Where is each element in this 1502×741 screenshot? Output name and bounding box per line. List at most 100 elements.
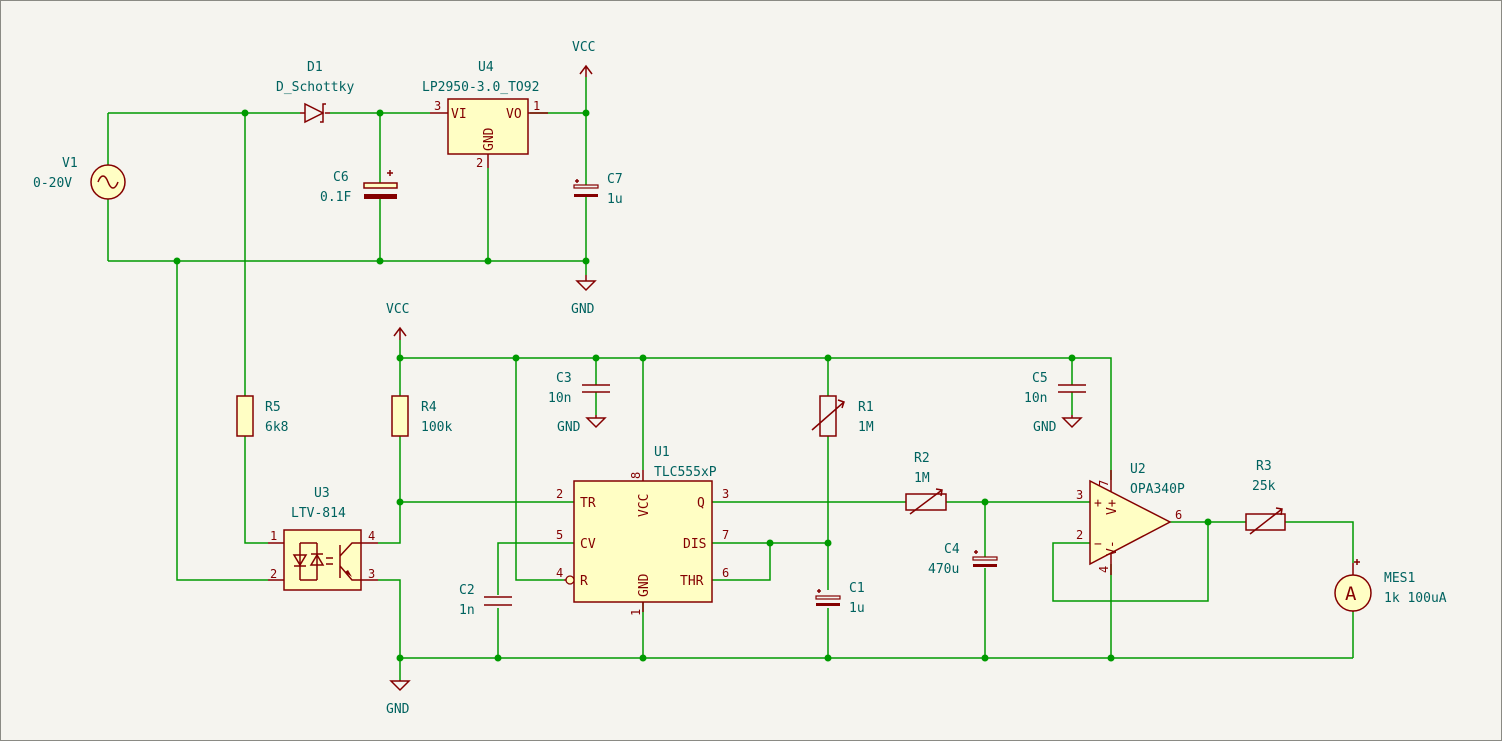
d1-value: D_Schottky (276, 80, 354, 95)
u1-pin-dis: DIS (683, 537, 706, 552)
c5-ref: C5 (1032, 371, 1048, 386)
c1-ref: C1 (849, 581, 865, 596)
u1-pin2: 2 (556, 487, 563, 501)
u3-optocoupler[interactable]: U3 LTV-814 1 2 3 4 (268, 486, 378, 591)
u2-value: OPA340P (1130, 482, 1185, 497)
r5-value: 6k8 (265, 420, 288, 435)
c2-ref: C2 (459, 583, 475, 598)
c6-capacitor[interactable]: C6 0.1F (320, 170, 398, 205)
u4-pin1-num: 1 (533, 99, 540, 113)
u2-pin3: 3 (1076, 488, 1083, 502)
u1-pin4: 4 (556, 566, 563, 580)
c4-capacitor[interactable]: C4 470u (928, 542, 998, 577)
c7-value: 1u (607, 192, 623, 207)
u4-pin-vi: VI (451, 107, 467, 122)
gnd-top: GND (571, 275, 597, 317)
vcc-mid: VCC (386, 302, 409, 340)
r3-potentiometer[interactable]: R3 25k (1245, 459, 1286, 535)
r3-value: 25k (1252, 479, 1276, 494)
u3-pin1: 1 (270, 529, 277, 543)
c7-ref: C7 (607, 172, 623, 187)
gnd-c5: GND (1033, 415, 1083, 435)
vcc-mid-label: VCC (386, 302, 409, 317)
u1-pin-tr: TR (580, 496, 596, 511)
u3-pin3: 3 (368, 567, 375, 581)
u2-pin2: 2 (1076, 528, 1083, 542)
vcc-top-label: VCC (572, 40, 595, 55)
r5-ref: R5 (265, 400, 281, 415)
r1-potentiometer[interactable]: R1 1M (811, 395, 874, 437)
gnd-bottom: GND (386, 680, 411, 717)
mes1-ammeter[interactable]: A MES1 1k 100uA (1334, 559, 1447, 612)
c5-capacitor[interactable]: C5 10n (1024, 371, 1086, 406)
c7-capacitor[interactable]: C7 1u (573, 172, 623, 207)
u3-pin2: 2 (270, 567, 277, 581)
c3-ref: C3 (556, 371, 572, 386)
c1-capacitor[interactable]: C1 1u (815, 581, 865, 616)
d1-ref: D1 (307, 60, 323, 75)
r5-resistor[interactable]: R5 6k8 (236, 395, 288, 437)
u2-pin-vplus: V+ (1105, 499, 1120, 515)
c6-ref: C6 (333, 170, 349, 185)
u4-value: LP2950-3.0_TO92 (422, 80, 539, 95)
c1-value: 1u (849, 601, 865, 616)
mes1-ref: MES1 (1384, 571, 1415, 586)
u1-pin8: 8 (629, 472, 643, 479)
v1-ref: V1 (62, 156, 78, 171)
vcc-top: VCC (572, 40, 595, 77)
c2-capacitor[interactable]: C2 1n (459, 583, 512, 618)
gnd-c3: GND (557, 415, 607, 435)
u1-pin-r: R (580, 574, 588, 589)
u1-pin-q: Q (697, 496, 705, 511)
u2-minus-sign: − (1094, 537, 1102, 552)
r2-potentiometer[interactable]: R2 1M (905, 451, 947, 515)
wires (107, 77, 1354, 680)
c4-ref: C4 (944, 542, 960, 557)
gnd-c3-label: GND (557, 420, 581, 435)
ac-wave-icon (97, 175, 119, 189)
c3-capacitor[interactable]: C3 10n (548, 371, 610, 406)
u3-pin4: 4 (368, 529, 375, 543)
r2-value: 1M (914, 471, 930, 486)
r4-ref: R4 (421, 400, 437, 415)
u2-opamp[interactable]: + − V+ V- U2 OPA340P 3 2 6 7 4 (1076, 462, 1185, 575)
u3-value: LTV-814 (291, 506, 346, 521)
u4-pin3-num: 3 (434, 99, 441, 113)
u1-timer[interactable]: U1 TLC555xP TR CV R Q DIS THR VCC GND 2 … (556, 445, 729, 616)
r2-ref: R2 (914, 451, 930, 466)
r4-resistor[interactable]: R4 100k (391, 395, 452, 437)
c5-value: 10n (1024, 391, 1047, 406)
u2-ref: U2 (1130, 462, 1146, 477)
u2-plus-sign: + (1094, 496, 1102, 511)
u2-pin6: 6 (1175, 508, 1182, 522)
r1-ref: R1 (858, 400, 874, 415)
c3-value: 10n (548, 391, 571, 406)
u1-value: TLC555xP (654, 465, 717, 480)
u3-ref: U3 (314, 486, 330, 501)
u2-pin7: 7 (1097, 480, 1111, 487)
u2-pin-vminus: V- (1105, 540, 1120, 556)
junctions (173, 109, 1212, 662)
u1-pin-cv: CV (580, 537, 596, 552)
u1-pin5: 5 (556, 528, 563, 542)
gnd-c5-label: GND (1033, 420, 1057, 435)
gnd-bottom-label: GND (386, 702, 410, 717)
v1-source[interactable]: V1 0-20V (33, 156, 126, 200)
u4-pin-gnd: GND (482, 127, 497, 151)
u1-ref: U1 (654, 445, 670, 460)
r4-value: 100k (421, 420, 452, 435)
u2-pin4: 4 (1097, 566, 1111, 573)
r3-ref: R3 (1256, 459, 1272, 474)
ammeter-icon: A (1345, 583, 1357, 605)
d1-diode[interactable]: D1 D_Schottky (276, 60, 354, 124)
u1-pin1: 1 (629, 609, 643, 616)
c4-value: 470u (928, 562, 959, 577)
r1-value: 1M (858, 420, 874, 435)
c2-value: 1n (459, 603, 475, 618)
mes1-value: 1k 100uA (1384, 591, 1447, 606)
u4-regulator[interactable]: U4 LP2950-3.0_TO92 VI VO GND 3 1 2 (422, 60, 548, 170)
u4-pin-vo: VO (506, 107, 522, 122)
gnd-top-label: GND (571, 302, 595, 317)
